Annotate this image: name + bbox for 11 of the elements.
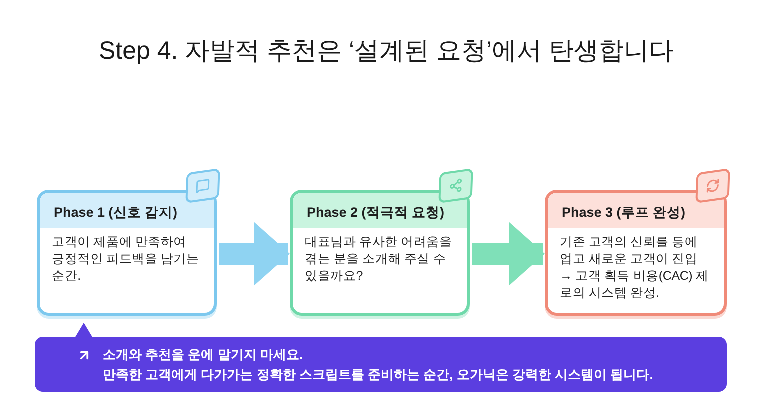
- arrow: [219, 222, 290, 286]
- arrow: [472, 222, 545, 286]
- title: Step 4. 자발적 추천은 ‘설계된 요청’에서 탄생합니다: [98, 36, 674, 67]
- phase-heading: Phase 1 (신호 감지): [40, 193, 214, 228]
- phase-heading: Phase 2 (적극적 요청): [293, 193, 467, 228]
- phase-heading: Phase 3 (루프 완성): [548, 193, 724, 228]
- phase-description: 대표님과 유사한 어려움을 겪는 분을 소개해 주실 수 있을까요?: [304, 234, 454, 285]
- phase-description: 기존 고객의 신뢰를 등에 업고 새로운 고객이 진입 → 고객 획득 비용(CAC) 제로의 시스템 완성.: [559, 234, 710, 302]
- callout-text: 소개와 추천을 운에 맡기지 마세요.: [103, 346, 304, 364]
- callout-text: 만족한 고객에게 다가가는 정확한 스크립트를 준비하는 순간, 오가닉은 강력한 시스템이 됩니다.: [103, 366, 654, 384]
- phase-description: 고객이 제품에 만족하여 긍정적인 피드백을 남기는 순간.: [51, 234, 200, 285]
